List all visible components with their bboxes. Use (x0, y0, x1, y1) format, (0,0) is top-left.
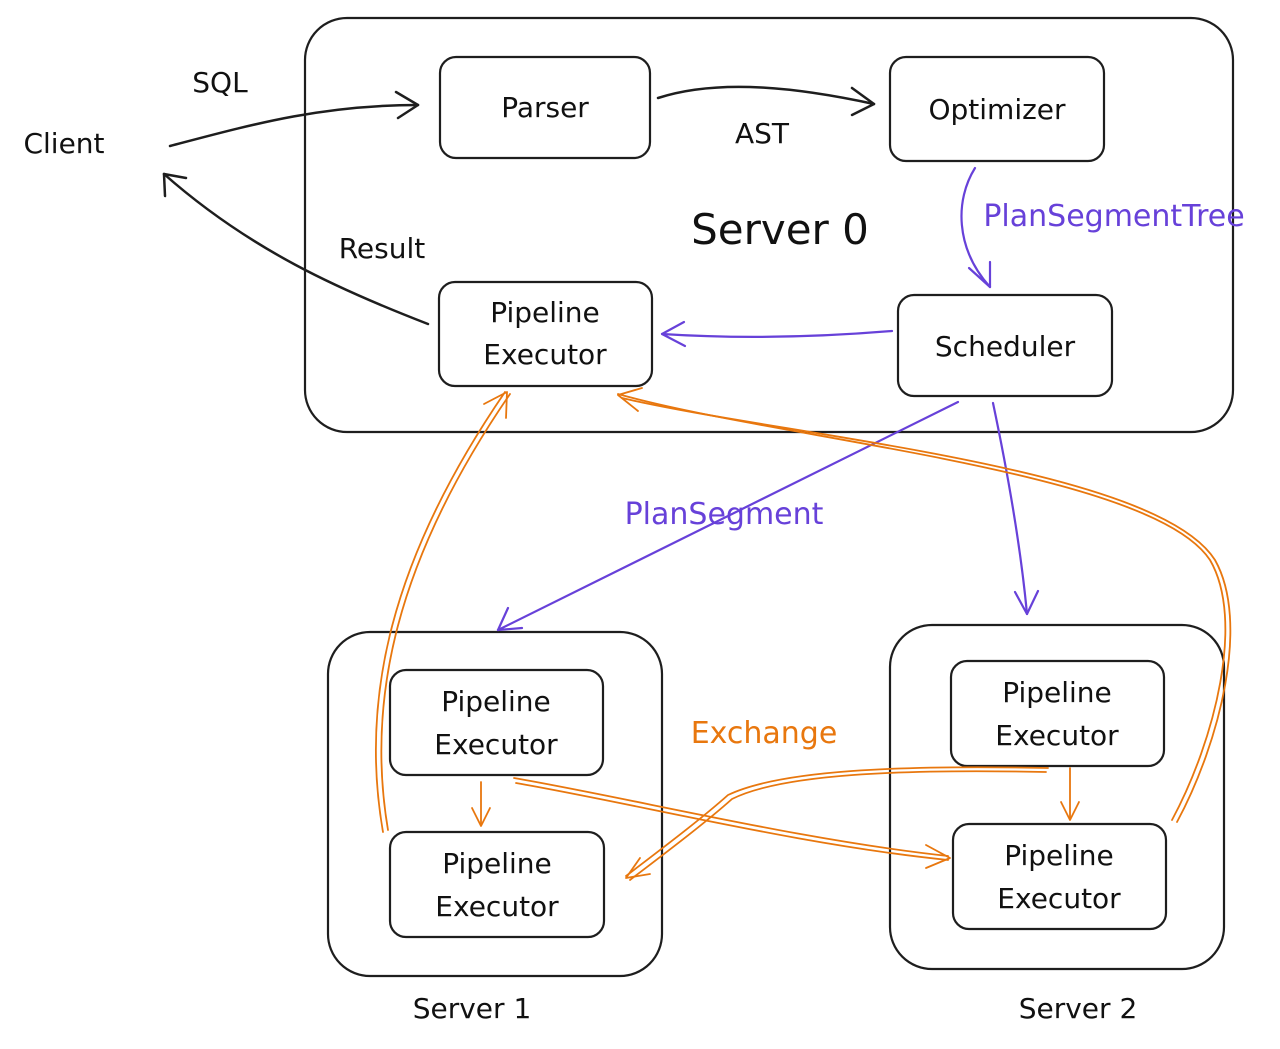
parser-node: Parser (438, 55, 652, 160)
ast-label: AST (735, 117, 790, 150)
server2-pipeline-executor-top: Pipeline Executor (949, 659, 1166, 768)
ast-arrow (656, 85, 876, 117)
plan-segment-tree-arrow (960, 166, 992, 289)
server2-title: Server 2 (1019, 992, 1138, 1025)
server0-pipeline-executor-node: Pipeline Executor (437, 280, 654, 388)
parser-label: Parser (501, 91, 589, 124)
server1-pipeline-executor-top: Pipeline Executor (388, 668, 605, 777)
server0-container (303, 16, 1235, 434)
scheduler-to-executor-arrow (660, 320, 894, 348)
server2-bottom-line2: Executor (997, 882, 1121, 915)
scheduler-node: Scheduler (896, 293, 1114, 398)
plan-segment-label: PlanSegment (625, 497, 824, 532)
server2-top-line1: Pipeline (1002, 676, 1112, 709)
server2-to-server1-exchange-arrow (625, 766, 1049, 881)
server2-bottom-line1: Pipeline (1004, 839, 1114, 872)
optimizer-node: Optimizer (888, 55, 1106, 163)
sql-label: SQL (192, 66, 248, 99)
server1-top-line2: Executor (434, 728, 558, 761)
server0-executor-line2: Executor (483, 338, 607, 371)
server0-title: Server 0 (691, 205, 869, 254)
server2-container (888, 623, 1226, 971)
server1-to-server2-exchange-arrow (513, 777, 951, 869)
server2-pipeline-executor-bottom: Pipeline Executor (951, 822, 1168, 931)
server2-to-server0-exchange-arrow (617, 387, 1232, 823)
result-label: Result (339, 232, 426, 265)
server2-internal-arrow (1060, 767, 1080, 821)
server1-internal-arrow (471, 781, 491, 827)
optimizer-label: Optimizer (928, 93, 1066, 126)
plan-segment-to-server2-arrow (991, 401, 1040, 616)
server1-bottom-line2: Executor (435, 890, 559, 923)
server1-pipeline-executor-bottom: Pipeline Executor (388, 830, 606, 939)
plan-segment-tree-label: PlanSegmentTree (983, 199, 1244, 234)
plan-segment-to-server1-arrow (496, 400, 960, 632)
server1-title: Server 1 (413, 992, 532, 1025)
server1-bottom-line1: Pipeline (442, 847, 552, 880)
scheduler-label: Scheduler (935, 330, 1076, 363)
server0-executor-line1: Pipeline (490, 296, 600, 329)
exchange-label: Exchange (691, 716, 838, 751)
server1-top-line1: Pipeline (441, 685, 551, 718)
client-label: Client (23, 127, 104, 160)
server2-top-line2: Executor (995, 719, 1119, 752)
result-arrow (162, 172, 430, 326)
server1-to-server0-exchange-arrow (375, 391, 511, 833)
sql-arrow (168, 90, 420, 148)
server1-container (326, 630, 664, 978)
